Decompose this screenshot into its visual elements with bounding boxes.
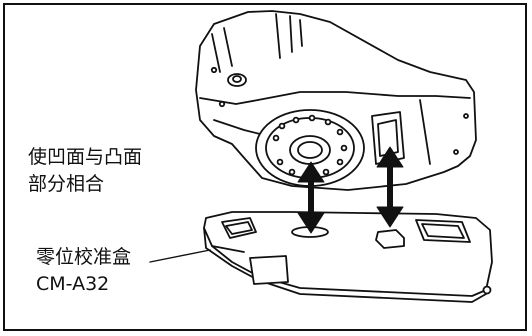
instruction-line-1: 使凹面与凸面 bbox=[28, 146, 143, 168]
alignment-instruction: 使凹面与凸面 部分相合 bbox=[28, 144, 142, 198]
alignment-arrow-right bbox=[376, 146, 404, 228]
part-model: CM-A32 bbox=[36, 273, 110, 295]
alignment-arrow-left bbox=[297, 161, 325, 234]
instruction-line-2: 部分相合 bbox=[28, 173, 105, 195]
part-name: 零位校准盒 bbox=[36, 246, 132, 268]
part-label: 零位校准盒 CM-A32 bbox=[36, 244, 131, 298]
calibration-box bbox=[149, 211, 493, 303]
instrument-head bbox=[195, 10, 477, 191]
